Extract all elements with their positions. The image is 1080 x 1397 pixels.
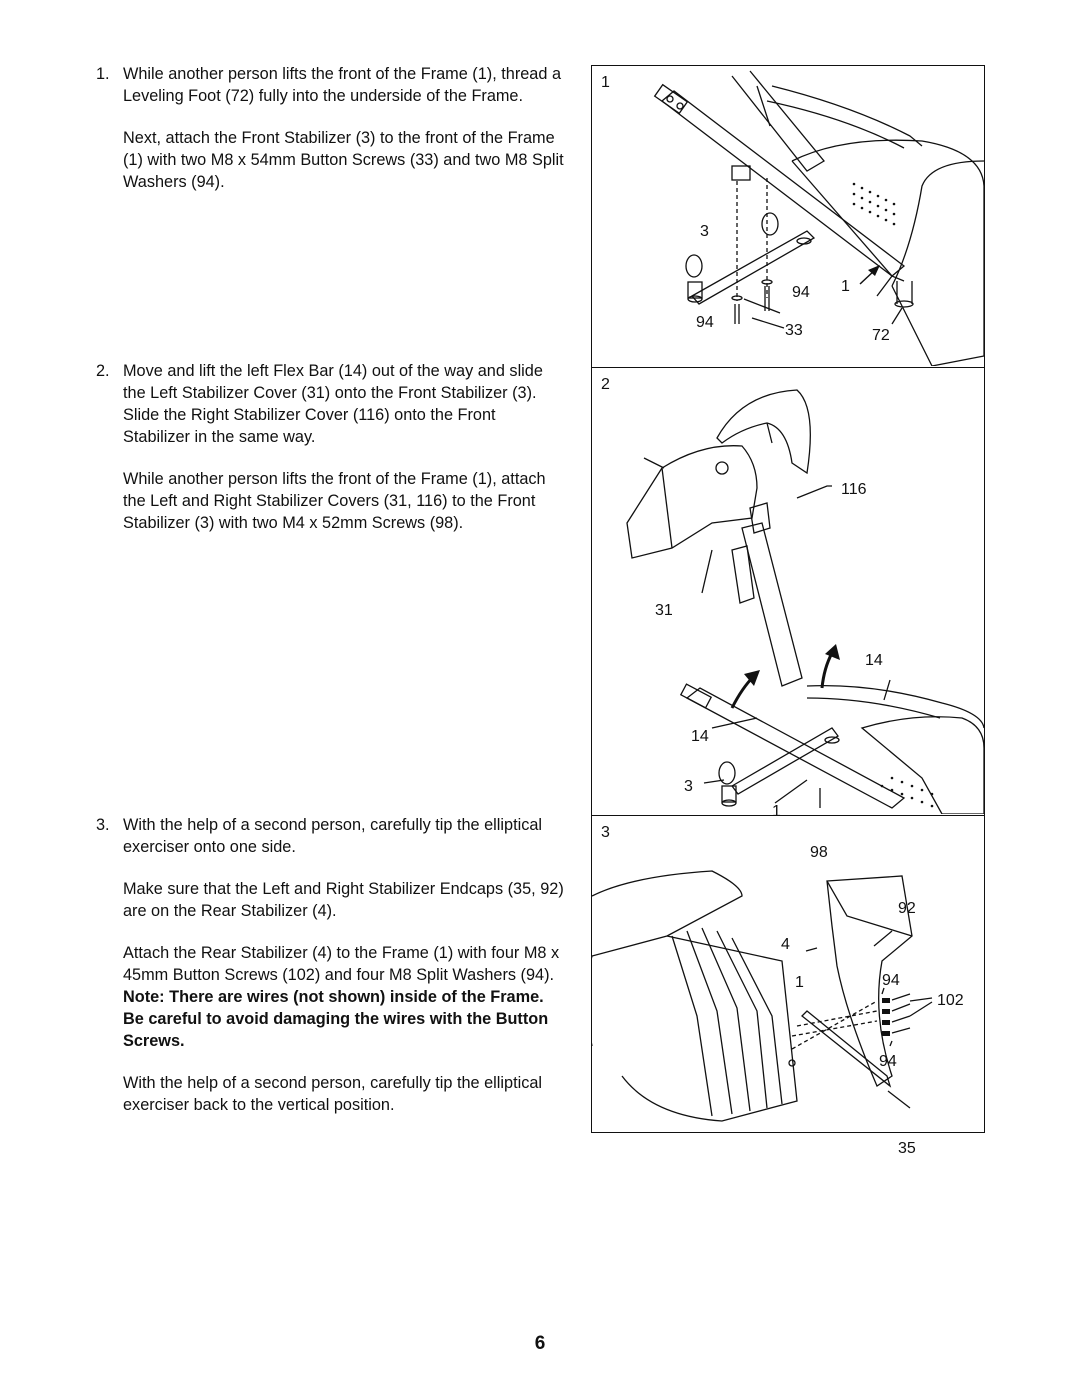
figure-number: 1 bbox=[601, 74, 610, 91]
figure-3-illustration bbox=[592, 870, 933, 1122]
part-callout: 1 bbox=[795, 974, 804, 991]
step-paragraph: With the help of a second person, carefu… bbox=[123, 816, 543, 856]
part-callout: 14 bbox=[691, 728, 709, 745]
step-paragraph: Next, attach the Front Stabilizer (3) to… bbox=[123, 129, 564, 191]
step-paragraph: Attach the Rear Stabilizer (4) to the Fr… bbox=[123, 942, 566, 1052]
figure-2-illustration bbox=[626, 389, 984, 814]
wiring-note: Note: There are wires (not shown) inside… bbox=[123, 988, 549, 1050]
part-callout: 31 bbox=[655, 602, 673, 619]
step-number: 1. bbox=[96, 65, 110, 83]
step-number: 2. bbox=[96, 362, 110, 380]
step-paragraph: While another person lifts the front of … bbox=[123, 65, 561, 105]
figure-number: 2 bbox=[601, 376, 610, 393]
part-callout: 98 bbox=[810, 844, 828, 861]
step-paragraph: Make sure that the Left and Right Stabil… bbox=[123, 880, 564, 920]
part-callout: 72 bbox=[872, 327, 890, 344]
part-callout: 3 bbox=[700, 223, 709, 240]
part-callout: 1 bbox=[772, 803, 781, 820]
part-callout: 116 bbox=[841, 481, 867, 498]
part-callout: 3 bbox=[684, 778, 693, 795]
step-paragraph: Move and lift the left Flex Bar (14) out… bbox=[123, 362, 543, 446]
part-callout: 92 bbox=[898, 900, 916, 917]
step-1: 1. While another person lifts the front … bbox=[96, 63, 566, 193]
step-paragraph: While another person lifts the front of … bbox=[123, 470, 546, 532]
part-callout: 35 bbox=[898, 1140, 916, 1157]
part-callout: 33 bbox=[785, 322, 803, 339]
figure-1-illustration bbox=[653, 70, 984, 366]
part-callout: 94 bbox=[882, 972, 900, 989]
figure-1: 1 bbox=[592, 66, 984, 368]
page-number: 6 bbox=[534, 1333, 546, 1354]
step-number: 3. bbox=[96, 816, 110, 834]
part-callout: 14 bbox=[865, 652, 883, 669]
part-callout: 1 bbox=[841, 278, 850, 295]
step-3: 3. With the help of a second person, car… bbox=[96, 814, 566, 1116]
part-callout: 4 bbox=[781, 936, 790, 953]
figure-number: 3 bbox=[601, 824, 610, 841]
figure-2: 2 bbox=[592, 368, 984, 861]
part-callout: 94 bbox=[879, 1053, 897, 1070]
figure-3: 3 bbox=[592, 816, 984, 1157]
part-callout: 94 bbox=[696, 314, 714, 331]
step-text: Attach the Rear Stabilizer (4) to the Fr… bbox=[123, 944, 560, 984]
part-callout: 94 bbox=[792, 284, 810, 301]
figure-column: 1 bbox=[591, 65, 985, 1157]
step-paragraph: With the help of a second person, carefu… bbox=[123, 1074, 543, 1114]
part-callout: 102 bbox=[937, 992, 964, 1009]
step-2: 2. Move and lift the left Flex Bar (14) … bbox=[96, 360, 566, 534]
